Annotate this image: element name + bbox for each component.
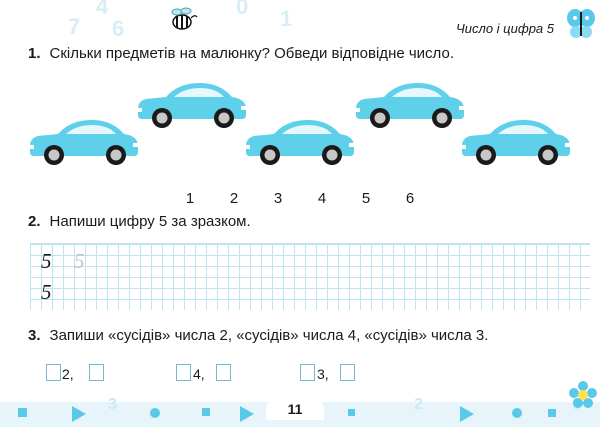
answer-box[interactable]	[89, 364, 104, 381]
task-number: 3.	[28, 327, 41, 344]
answer-box[interactable]	[300, 364, 315, 381]
answer-box[interactable]	[176, 364, 191, 381]
task-text: Напиши цифру 5 за зразком.	[49, 213, 251, 230]
bg-digit: 6	[112, 16, 125, 41]
car-icon	[28, 120, 139, 165]
cars-illustration	[28, 83, 571, 165]
task-number: 2.	[28, 213, 41, 230]
trace-digit: 5	[74, 249, 85, 273]
writing-grid[interactable]	[30, 243, 590, 310]
bg-digit: 2	[414, 396, 423, 413]
car-icon	[244, 120, 355, 165]
task-3-instruction: 3. Запиши «сусідів» числа 2, «сусідів» чи…	[28, 327, 488, 344]
number-choice[interactable]: 5	[361, 190, 371, 207]
bg-digit: 1	[280, 6, 293, 31]
answer-box[interactable]	[216, 364, 231, 381]
answer-text: 4,	[193, 366, 205, 382]
number-choice[interactable]: 4	[317, 190, 327, 207]
number-choices: 1 2 3 4 5 6	[180, 190, 420, 207]
number-choice[interactable]: 3	[273, 190, 283, 207]
task-1-instruction: 1. Скільки предметів на малюнку? Обведи в…	[28, 45, 454, 62]
answer-text: 2,	[62, 366, 74, 382]
page-number: 11	[266, 398, 324, 420]
answer-box[interactable]	[340, 364, 355, 381]
task-2-instruction: 2. Напиши цифру 5 за зразком.	[28, 213, 251, 230]
bg-digit: 3	[108, 396, 117, 413]
number-choice[interactable]: 1	[185, 190, 195, 207]
bg-digit: 7	[68, 14, 81, 39]
task-text: Скільки предметів на малюнку? Обведи від…	[49, 45, 454, 62]
number-choice[interactable]: 2	[229, 190, 239, 207]
answer-box[interactable]	[46, 364, 61, 381]
sample-digit: 5	[41, 249, 52, 273]
footer-decoration	[18, 406, 556, 422]
task-text: Запиши «сусідів» числа 2, «сусідів» числ…	[49, 327, 489, 344]
butterfly-icon	[567, 9, 595, 38]
running-head: Число і цифра 5	[456, 21, 554, 36]
car-icon	[354, 83, 465, 128]
flower-icon	[569, 381, 597, 408]
bg-digit: 0	[236, 0, 249, 19]
number-choice[interactable]: 6	[405, 190, 415, 207]
bee-icon	[171, 7, 198, 30]
sample-digit: 5	[41, 280, 52, 304]
car-icon	[460, 120, 571, 165]
bg-digit: 4	[96, 0, 109, 19]
task-number: 1.	[28, 45, 41, 62]
answer-text: 3,	[317, 366, 329, 382]
car-icon	[136, 83, 247, 128]
